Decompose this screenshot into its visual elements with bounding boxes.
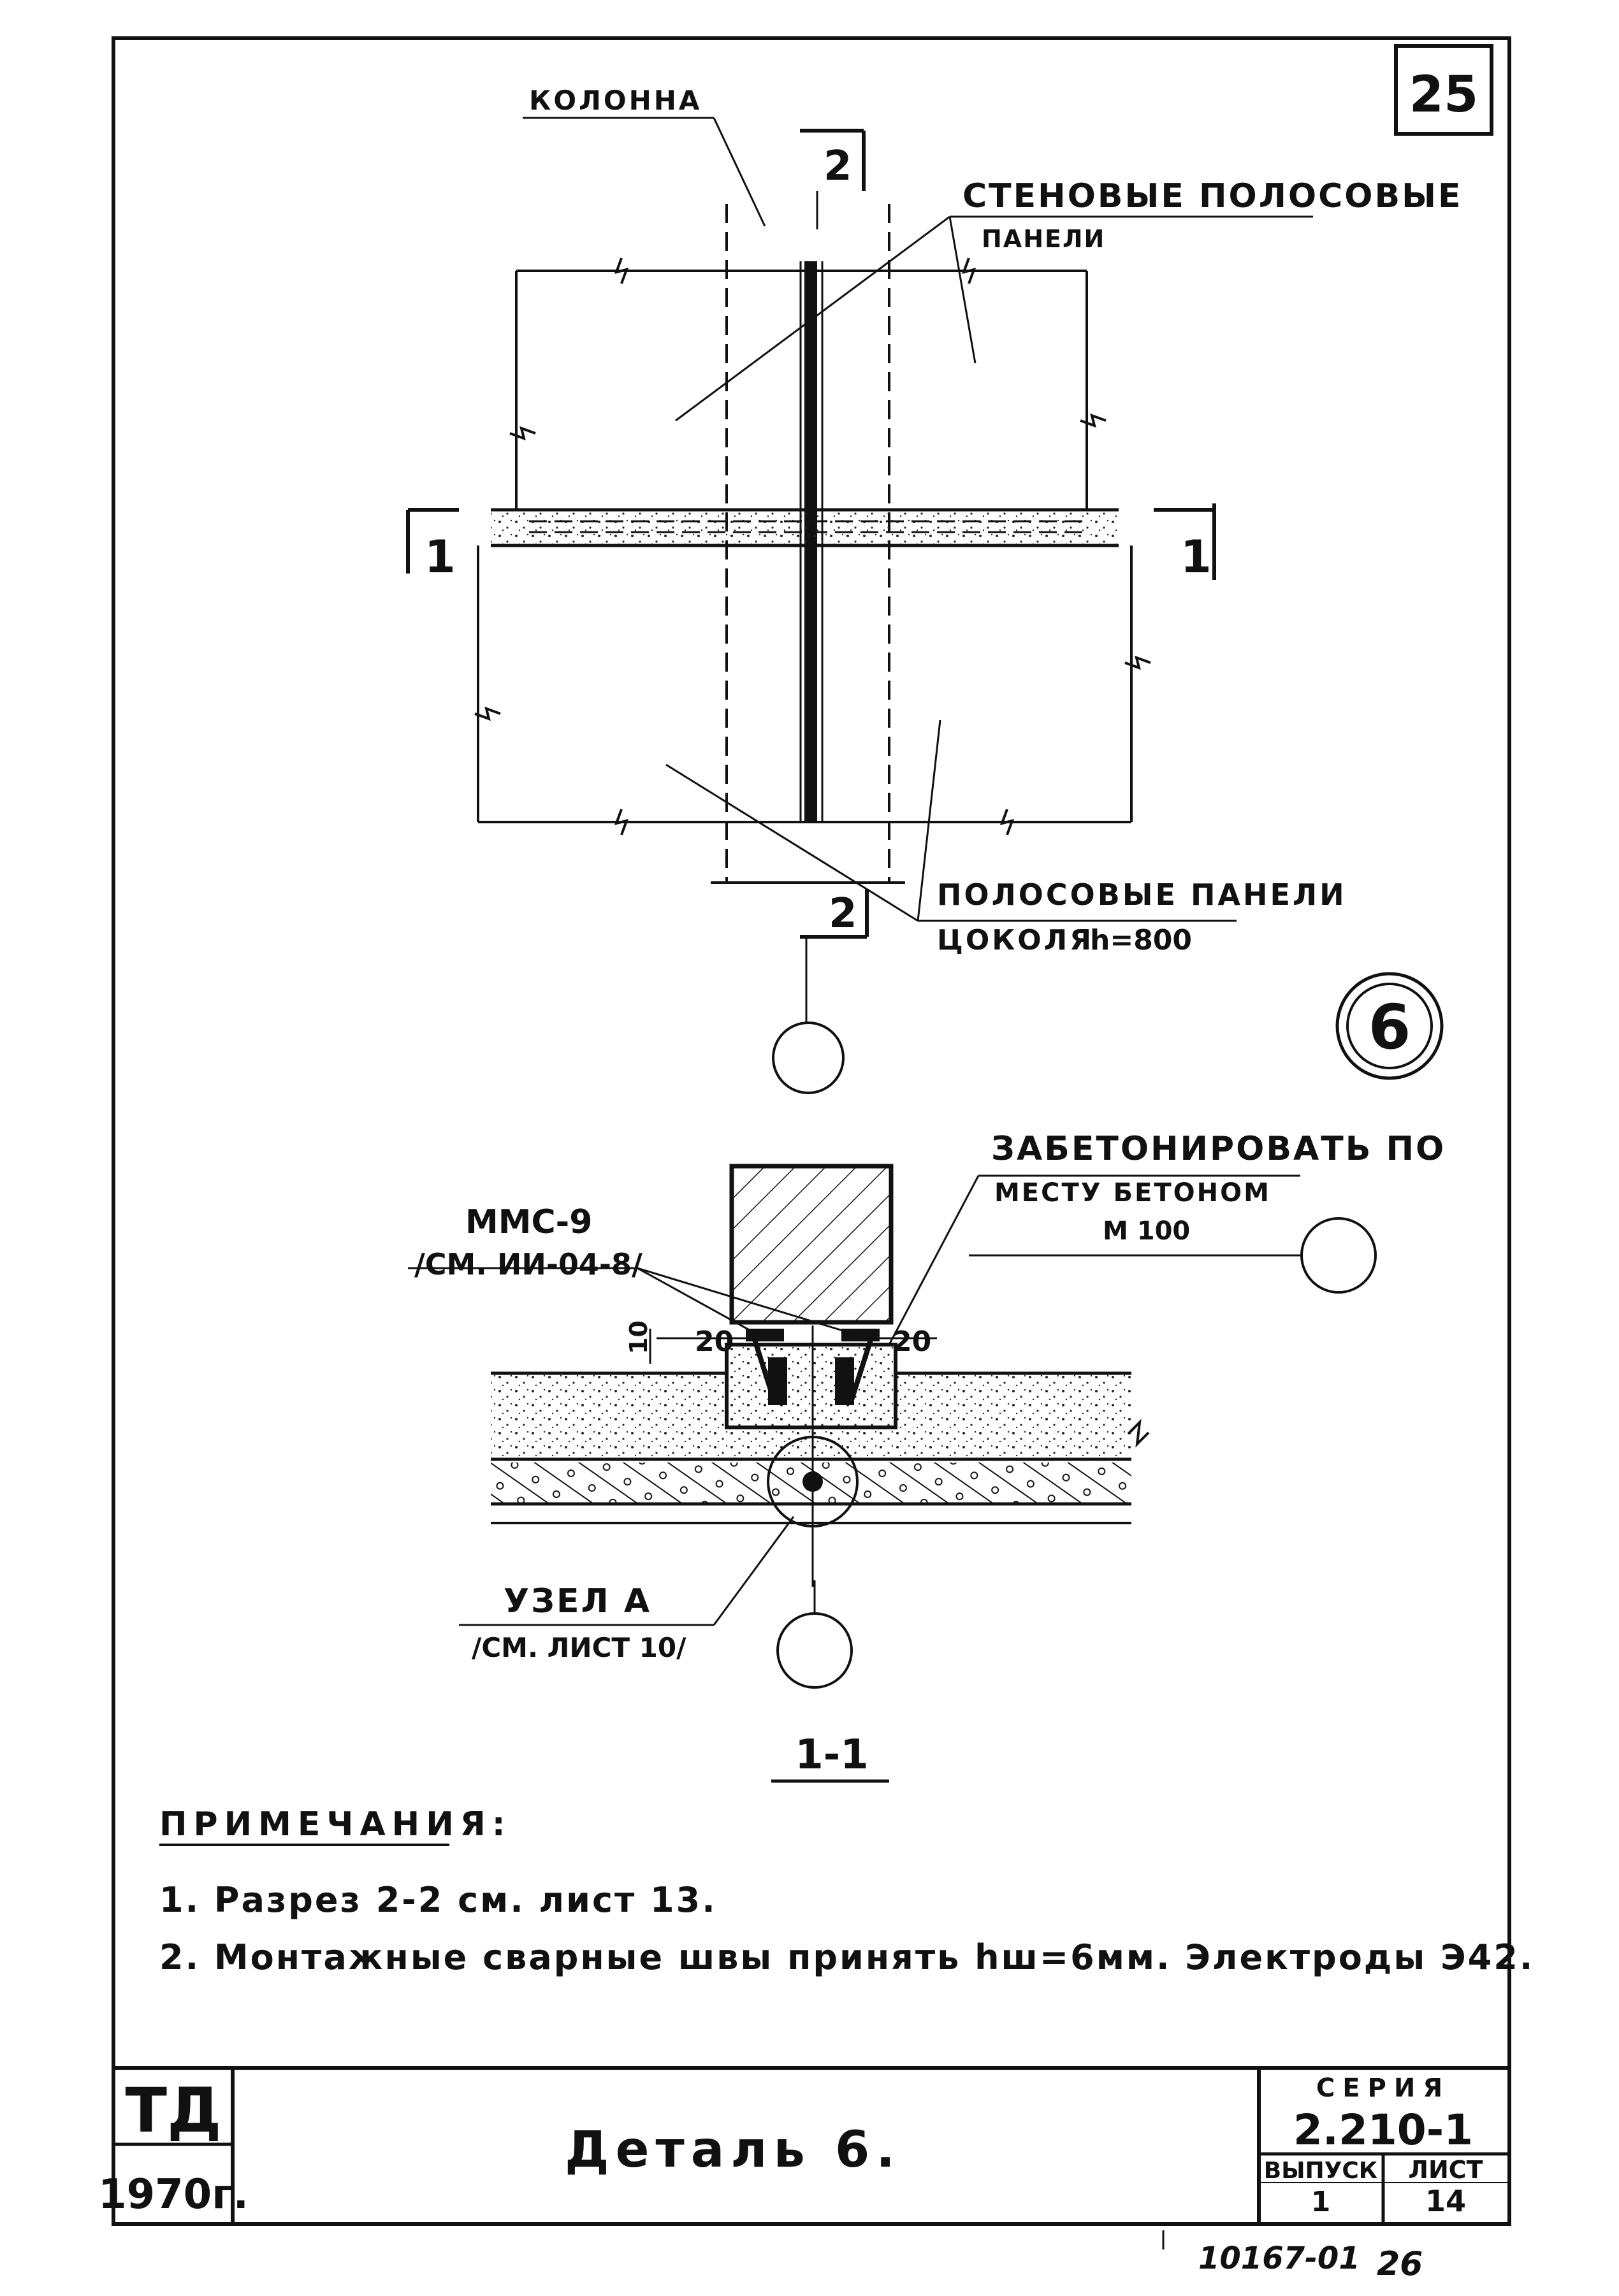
bottom-page: 26 (1377, 2245, 1423, 2283)
axis-bubble-right (1300, 1217, 1377, 1294)
concrete-note-3: М 100 (1103, 1217, 1190, 1246)
joint-pocket (725, 1343, 897, 1429)
plinth-height: h=800 (1090, 924, 1192, 957)
node-a-circle (767, 1436, 859, 1527)
concrete-note-2: МЕСТУ БЕТОНОМ (994, 1178, 1271, 1208)
elevation-view: 1 1 2 2 КОЛОННА СТЕНОВЫ (406, 85, 1463, 1094)
sheet-frame (112, 36, 1511, 2226)
sheet-label: ЛИСТ (1408, 2156, 1483, 2184)
column-section (729, 1164, 894, 1325)
note-item-2: 2. Монтажные сварные швы принять hш=6мм.… (159, 1937, 1534, 1977)
detail-number-circle: 6 (1335, 972, 1444, 1080)
svg-text:1: 1 (425, 531, 456, 583)
mms-label: ММС-9 (465, 1203, 592, 1241)
svg-text:6: 6 (1369, 992, 1411, 1063)
dim-20-left: 20 (695, 1325, 734, 1358)
notes-heading: ПРИМЕЧАНИЯ: (159, 1805, 512, 1844)
svg-text:1: 1 (1180, 531, 1212, 583)
dim-10: 10 (625, 1320, 653, 1354)
axis-bubble-top (772, 1022, 845, 1094)
plinth-label-2: ЦОКОЛЯ (937, 924, 1094, 957)
bottom-annotation: 10167-01 26 (1162, 2230, 1423, 2283)
node-label: УЗЕЛ А (504, 1582, 651, 1621)
note-item-1: 1. Разрез 2-2 см. лист 13. (159, 1880, 717, 1920)
notes-block: ПРИМЕЧАНИЯ: 1. Разрез 2-2 см. лист 13. 2… (159, 1805, 1534, 1977)
column-label: КОЛОННА (529, 85, 702, 116)
concrete-note-1: ЗАБЕТОНИРОВАТЬ ПО (991, 1130, 1446, 1168)
org-mark: ТД (126, 2075, 222, 2146)
section-2-top-mark: 2 (800, 129, 866, 229)
svg-text:2: 2 (824, 143, 852, 190)
node-ref: /СМ. ЛИСТ 10/ (472, 1632, 686, 1663)
series-value: 2.210-1 (1293, 2105, 1473, 2155)
wall-panels-label-2: ПАНЕЛИ (982, 225, 1105, 253)
section-2-bottom-mark: 2 (800, 889, 869, 939)
drawing-title: Деталь 6. (565, 2121, 901, 2179)
page-number-box: 25 (1394, 44, 1493, 136)
svg-text:2: 2 (829, 890, 857, 937)
sheet-value: 14 (1425, 2184, 1466, 2218)
section-1-1-view: 20 20 10 ЗАБЕТОНИРОВАТЬ ПО МЕСТУ БЕТОНОМ… (408, 1130, 1446, 1783)
bottom-note: 10167-01 (1198, 2241, 1360, 2276)
section-1-left-mark: 1 (406, 508, 459, 583)
issue-label: ВЫПУСК (1264, 2158, 1377, 2184)
mms-ref: /СМ. ИИ-04-8/ (414, 1247, 643, 1282)
title-block: ТД 1970г. Деталь 6. СЕРИЯ 2.210-1 ВЫПУСК… (98, 2066, 1509, 2224)
issue-value: 1 (1311, 2186, 1331, 2218)
ledge-band (491, 510, 1119, 545)
year: 1970г. (98, 2171, 249, 2218)
dim-20-right: 20 (892, 1325, 931, 1358)
section-title: 1-1 (795, 1731, 869, 1779)
axis-bubble-bottom (776, 1612, 853, 1689)
section-1-right-mark: 1 (1154, 503, 1216, 583)
plinth-label-1: ПОЛОСОВЫЕ ПАНЕЛИ (937, 877, 1347, 912)
page-number: 25 (1409, 66, 1479, 124)
series-label: СЕРИЯ (1316, 2074, 1450, 2103)
wall-panels-label-1: СТЕНОВЫЕ ПОЛОСОВЫЕ (962, 177, 1463, 215)
